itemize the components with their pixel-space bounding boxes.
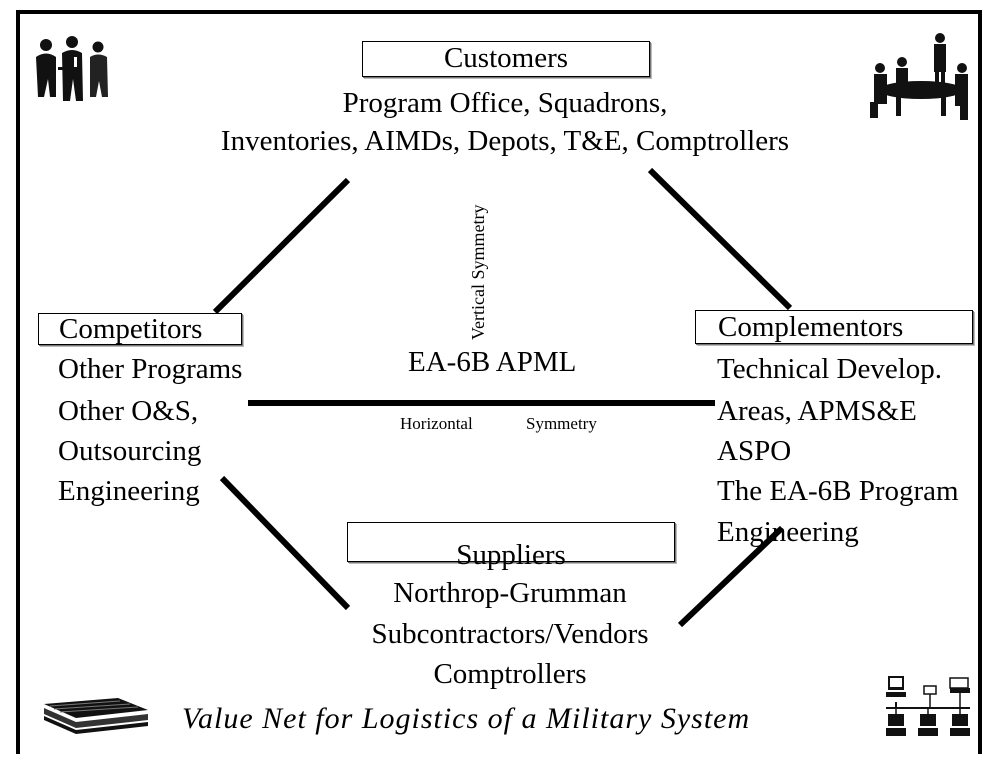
complementors-line-1: Technical Develop. — [717, 353, 943, 385]
document-stack-icon — [44, 698, 148, 734]
suppliers-line-1: Northrop-Grumman — [393, 577, 627, 609]
business-people-icon — [36, 36, 108, 101]
competitors-line-4: Engineering — [58, 475, 200, 507]
complementors-title: Complementors — [718, 311, 904, 343]
complementors-box: Complementors — [695, 310, 973, 344]
competitors-line-3: Outsourcing — [58, 435, 202, 467]
customers-box: Customers — [362, 41, 650, 77]
line-suppliers-complementors — [677, 525, 785, 628]
suppliers-box: Suppliers — [347, 522, 675, 571]
customers-line-2: Inventories, AIMDs, Depots, T&E, Comptro… — [220, 125, 790, 157]
complementors-line-4: The EA-6B Program — [717, 475, 959, 507]
customers-line-1: Program Office, Squadrons, — [342, 87, 668, 119]
customers-title: Customers — [443, 42, 569, 74]
competitors-box: Competitors — [38, 313, 242, 345]
suppliers-title: Suppliers — [456, 539, 566, 571]
diagram-caption: Value Net for Logistics of a Military Sy… — [182, 702, 751, 735]
meeting-table-icon — [870, 33, 968, 120]
suppliers-line-2: Subcontractors/Vendors — [371, 618, 649, 650]
frame-right-edge — [978, 10, 982, 754]
line-customers-competitors — [212, 177, 351, 315]
computer-network-icon — [886, 676, 970, 736]
competitors-line-1: Other Programs — [58, 353, 243, 385]
vertical-symmetry-label: Vertical Symmetry — [468, 204, 488, 340]
suppliers-line-3: Comptrollers — [433, 658, 587, 690]
complementors-line-3: ASPO — [717, 435, 792, 467]
horizontal-symmetry-right: Symmetry — [526, 414, 597, 433]
complementors-line-5: Engineering — [717, 516, 859, 548]
complementors-line-2: Areas, APMS&E — [717, 395, 917, 427]
center-label: EA-6B APML — [408, 346, 577, 378]
line-competitors-suppliers — [219, 475, 351, 611]
horizontal-symmetry-left: Horizontal — [400, 414, 473, 433]
diagram-frame — [16, 10, 982, 754]
competitors-line-2: Other O&S, — [58, 395, 199, 427]
line-customers-complementors — [647, 167, 793, 311]
competitors-title: Competitors — [59, 313, 203, 345]
